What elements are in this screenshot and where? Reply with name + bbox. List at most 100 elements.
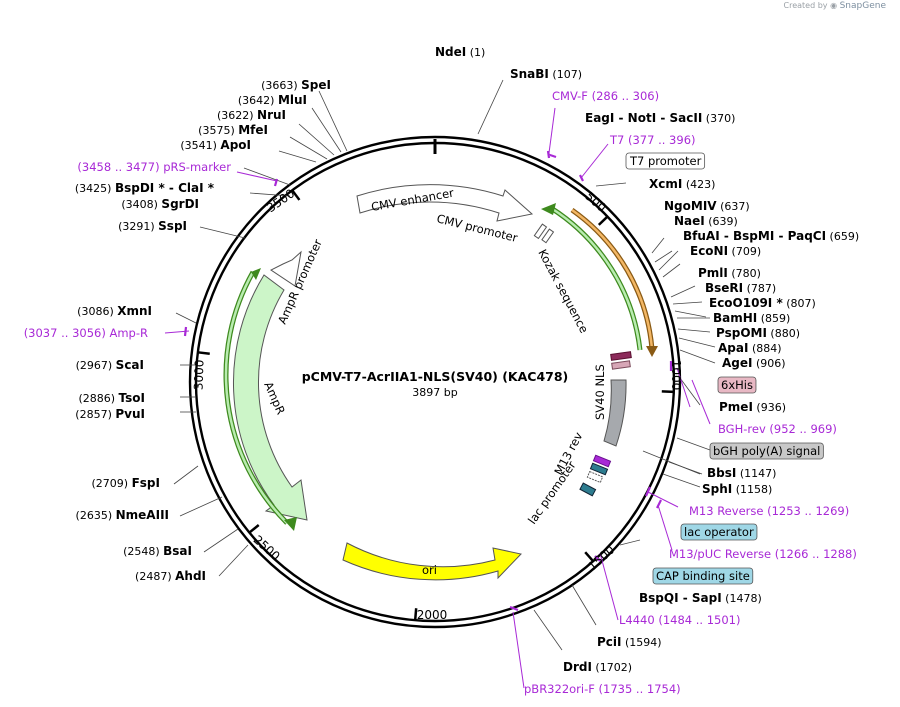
svg-text:lac operator: lac operator [684,525,754,539]
cmv-enhancer-arrow [356,184,534,222]
tick-mark [413,608,418,621]
site-label-left: (3642) MluI [238,93,307,107]
site-label-left: (2857) PvuI [75,407,145,421]
tick-mark [197,351,210,356]
tick-label: 2000 [417,608,448,622]
svg-text:bGH poly(A) signal: bGH poly(A) signal [713,444,820,458]
site-label-left: (2886) TsoI [78,391,145,405]
site-label-right: CAP binding site [652,567,754,585]
svg-text:EcoNI (709): EcoNI (709) [690,244,761,258]
svg-text:PciI (1594): PciI (1594) [597,635,662,649]
feature-label-box [709,442,824,460]
site-label-left: (3037 .. 3056) Amp-R [24,326,148,340]
site-label-right: SnaBI (107) [510,67,582,81]
acr-cds-green-inner [550,206,642,351]
site-label-right: PspOMI (880) [716,326,800,340]
site-label-right: bGH poly(A) signal [709,442,824,460]
tick-mark [291,189,301,201]
svg-text:XcmI (423): XcmI (423) [649,177,715,191]
right-site-labels: NdeI (1) SnaBI (107) CMV-F (286 .. 306) Eag… [435,45,859,696]
ori-arrow [342,542,522,581]
svg-text:BseRI (787): BseRI (787) [705,281,776,295]
snapgene-logo-icon: ◉ [830,1,838,10]
site-label-right: CMV-F (286 .. 306) [552,89,659,103]
kozak-box-2 [541,228,555,244]
site-label-right: PmlI (780) [698,266,761,280]
ampr-label: AmpR [261,380,288,417]
site-label-right: BGH-rev (952 .. 969) [718,422,837,436]
site-label-right: DrdI (1702) [563,660,632,674]
svg-text:BfuAI - BspMI - PaqCI (6: BfuAI - BspMI - PaqCI (659) [683,229,859,243]
site-label-right: EcoNI (709) [690,244,761,258]
site-label-right: NdeI (1) [435,45,485,59]
ampr-promoter-label: AmpR promoter [275,237,325,326]
ori-label: ori [422,563,437,577]
svg-text:AgeI (906): AgeI (906) [722,356,786,370]
bgh-polya-arc [603,379,627,447]
site-label-right: ApaI (884) [718,341,782,355]
tick-label: 3000 [191,359,206,390]
site-label-left: (2709) FspI [92,476,160,490]
site-label-left: (2635) NmeAIII [76,508,169,522]
sv40-nls-label: SV40 NLS [593,364,607,420]
site-label-right: PmeI (936) [719,400,786,414]
svg-text:ApaI (884): ApaI (884) [718,341,782,355]
created-by-credit: Created by ◉ SnapGene [784,1,887,11]
sv40-nls-box-2 [611,360,631,370]
kozak-box-1 [533,223,548,240]
svg-text:T7 promoter: T7 promoter [629,154,702,168]
site-label-right: M13 Reverse (1253 .. 1269) [689,504,849,518]
tick-label: 1500 [585,543,617,574]
site-label-right: AgeI (906) [722,356,786,370]
svg-text:6xHis: 6xHis [721,378,753,392]
svg-text:PspOMI (880): PspOMI (880) [716,326,800,340]
svg-text:BspQI - SapI (1478): BspQI - SapI (1478) [639,591,762,605]
site-label-right: T7 (377 .. 396) [609,133,696,147]
ampr-green-tail [251,268,261,280]
site-label-right: PciI (1594) [597,635,662,649]
svg-text:EagI - NotI - SacII (370: EagI - NotI - SacII (370) [585,111,735,125]
orange-arc-arrowhead [646,346,658,357]
site-label-left: (3086) XmnI [77,304,152,318]
svg-text:M13 Reverse (1253 .. 1269): M13 Reverse (1253 .. 1269) [689,504,849,518]
site-label-left: (3425) BspDI * - ClaI * [75,181,215,195]
primer-ticks [183,150,673,612]
svg-text:NdeI (1): NdeI (1) [435,45,485,59]
site-label-right: BbsI (1147) [707,466,776,480]
lac-box-1 [589,462,609,476]
site-label-right: EcoO109I * (807) [709,296,816,310]
site-label-left: (2487) AhdI [135,569,206,583]
site-label-left: (3408) SgrDI [121,197,199,211]
m13-rev-box [592,454,612,468]
ampr-green-line-inner [224,271,288,524]
site-label-right: M13/pUC Reverse (1266 .. 1288) [669,547,857,561]
feature-label-box [625,152,706,170]
feature-label-box [680,523,758,541]
site-label-left: (2548) BsaI [123,544,192,558]
ampr-green-arrowhead [284,517,297,531]
site-label-left: (3575) MfeI [198,123,268,137]
svg-text:CMV-F (286 .. 306): CMV-F (286 .. 306) [552,89,659,103]
svg-text:BbsI (1147): BbsI (1147) [707,466,776,480]
svg-text:pBR322ori-F (1735 .. 1754): pBR322ori-F (1735 .. 1754) [524,682,681,696]
site-label-left: (3291) SspI [118,219,187,233]
site-connectors [173,79,716,651]
site-label-right: BseRI (787) [705,281,776,295]
credit-text: Created by [783,1,828,10]
credit-brand: SnapGene [839,1,886,11]
site-label-right: SphI (1158) [702,482,772,496]
svg-text:CAP binding site: CAP binding site [656,569,750,583]
orange-arc-inner [571,208,654,350]
svg-text:SphI (1158): SphI (1158) [702,482,772,496]
svg-text:BGH-rev (952 .. 969): BGH-rev (952 .. 969) [718,422,837,436]
svg-text:T7 (377 .. 396): T7 (377 .. 396) [609,133,696,147]
site-label-right: T7 promoter [625,152,706,170]
site-label-left: (3541) ApoI [180,138,251,152]
site-label-left: (2967) ScaI [76,358,144,372]
site-label-left: (3622) NruI [217,108,286,122]
site-label-right: BspQI - SapI (1478) [639,591,762,605]
site-label-right: BfuAI - BspMI - PaqCI (659) [683,229,859,243]
kozak-label: Kozak sequence [535,247,591,336]
